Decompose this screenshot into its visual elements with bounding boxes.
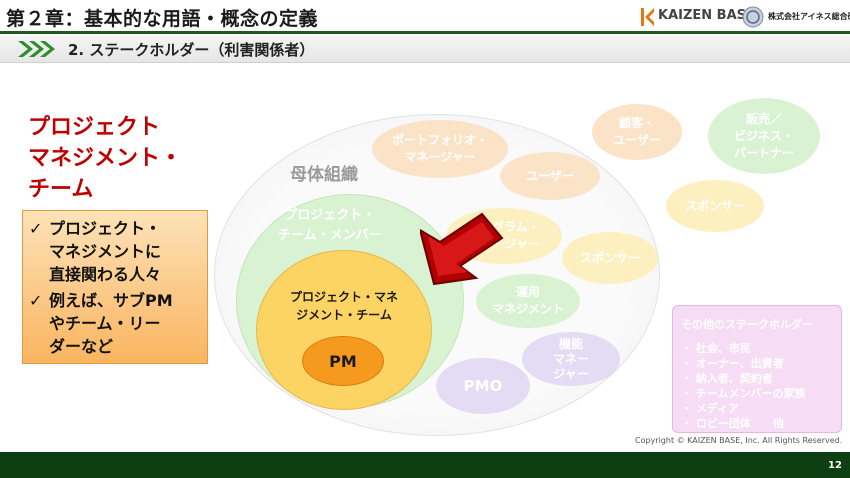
bubble-line: ユーザー [526,168,574,183]
bubble-sponsor-inner: スポンサー [562,232,658,284]
bubble-line: スポンサー [579,250,640,265]
bubble-sales-partner: 販売／ ビジネス・ パートナー [708,98,820,174]
pm-team-heading-line: マネジメント・ [28,146,183,171]
other-stakeholder-item: ・ チームメンバーの家族 [681,387,806,400]
other-stakeholder-item: ・ 社会、市民 [681,342,751,355]
other-stakeholder-item: ・ メディア [681,402,740,415]
bubble-line: PMO [463,376,503,395]
bubble-line: ポートフォリオ・ [391,133,488,147]
callout-line: やチーム・リー [49,314,161,333]
bubble-line: 運用 [515,285,540,299]
bubble-pmo: PMO [436,358,530,414]
copyright-notice: Copyright © KAIZEN BASE, Inc. All Rights… [635,436,843,445]
bubble-line: パートナー [733,145,794,160]
other-stakeholder-item: ・ 納入者、契約者 [681,372,773,385]
other-stakeholder-item: ・ ロビー団体 他 [681,417,784,430]
bubble-functional-manager: 機能 マネー ジャー [522,332,620,386]
pm-label: PM [329,351,357,371]
bubble-line: ビジネス・ [733,128,794,143]
pm-team-circle [256,250,432,410]
footer-bar [0,452,850,478]
bubble-sponsor-outer: スポンサー [666,180,764,232]
kaizen-base-logo-icon [641,8,654,26]
kaizen-base-logo-text: KAIZEN BASE [658,8,755,23]
page-number: 12 [828,460,842,471]
pm-team-heading: プロジェクト マネジメント・ チーム [28,112,182,205]
chevron-right-icon [18,41,55,57]
other-stakeholders-box: その他のステークホルダー ・ 社会、市民 ・ オーナー、出資者 ・ 納入者、契約… [672,305,842,433]
bubble-line: スポンサー [684,198,745,213]
callout-line: 直接関わる人々 [49,265,162,284]
parent-organization-label: 母体組織 [290,165,358,185]
bubble-user-inner: ユーザー [500,152,600,200]
label-line: ジメント・チーム [296,308,392,322]
bubble-line: ジャー [553,366,589,381]
bubble-line: マネージャー [404,150,476,164]
bubble-line: 顧客・ [618,116,655,130]
pm-team-heading-line: チーム [28,177,94,202]
pm-ellipse: PM [302,336,384,386]
bubble-line: マネジメント [491,302,564,316]
check-icon: ✓ [29,291,43,310]
check-icon: ✓ [29,219,43,238]
callout-item: ✓ 例えば、サブPM やチーム・リー ダーなど [29,289,173,358]
label-line: チーム・メンバー [278,228,382,243]
pm-team-heading-line: プロジェクト [28,115,161,140]
bubble-line: 販売／ [745,111,782,126]
callout-line: 例えば、サブPM [49,291,173,310]
section-title: 2. ステークホルダー（利害関係者） [68,41,315,59]
other-stakeholders-title: その他のステークホルダー [681,318,813,331]
section-bar [0,36,850,63]
bubble-line: マネー [552,351,589,366]
bubble-operations-management: 運用 マネジメント [476,274,580,328]
bubble-line: 機能 [558,336,583,351]
bubble-portfolio-manager: ポートフォリオ・ マネージャー [372,120,508,178]
company-seal-icon [742,6,764,28]
pm-team-callout: ✓ プロジェクト・ マネジメントに 直接関わる人々 ✓ 例えば、サブPM やチーム・… [22,210,208,364]
bubble-customer-user: 顧客・ ユーザー [592,104,682,160]
callout-item: ✓ プロジェクト・ マネジメントに 直接関わる人々 [29,217,161,286]
pointer-arrow-icon [420,212,504,286]
header-divider [0,31,850,34]
other-stakeholder-item: ・ オーナー、出資者 [681,357,784,370]
pm-team-label: プロジェクト・マネ ジメント・チーム [266,288,422,324]
page-title: 第２章：基本的な用語・概念の定義 [6,8,319,30]
callout-line: マネジメントに [49,242,162,261]
label-line: プロジェクト・ [284,208,376,223]
bubble-line: ユーザー [613,133,661,147]
callout-line: プロジェクト・ [49,219,162,238]
project-team-members-label: プロジェクト・ チーム・メンバー [278,206,382,246]
callout-line: ダーなど [49,337,114,356]
company-name: 株式会社アイネス総合研究所 [768,12,850,21]
label-line: プロジェクト・マネ [289,290,398,304]
